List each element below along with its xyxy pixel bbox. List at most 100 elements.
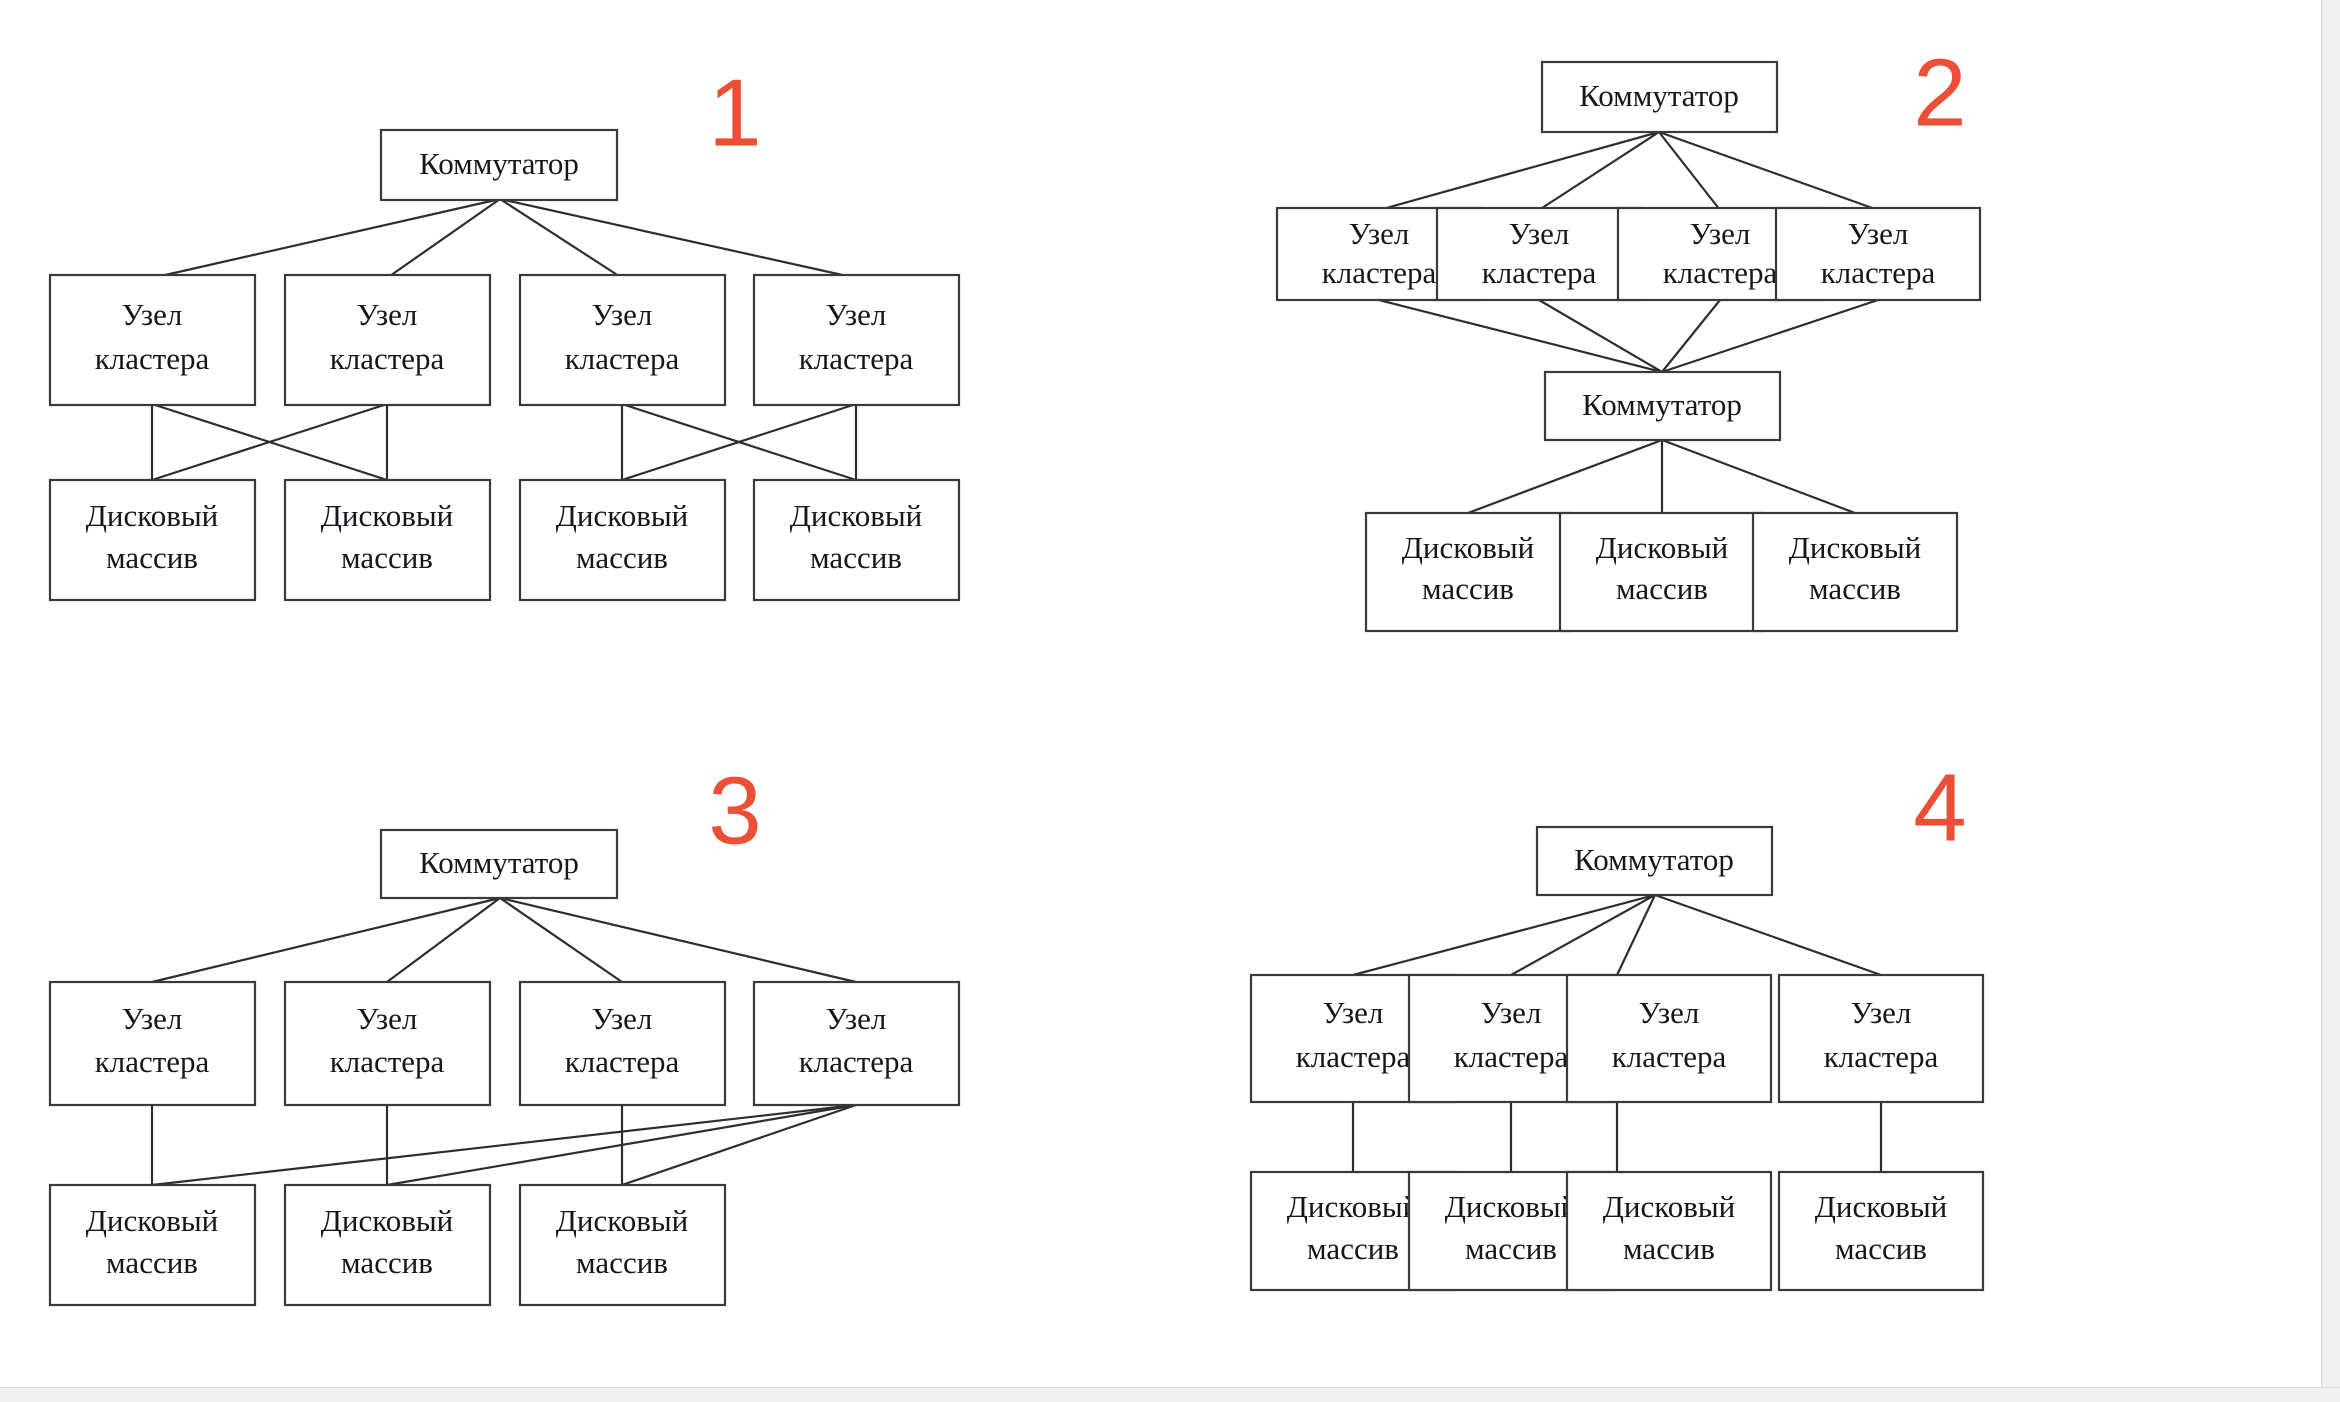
cluster-node-label-line1: Узел bbox=[122, 297, 183, 332]
panel-2-svg: Коммутатор Узел кластера Узел кластера У… bbox=[1275, 39, 1982, 633]
panel-1-disk-array-box: Дисковый массив bbox=[283, 478, 492, 602]
panel-2-switch-to-disk-edges bbox=[1467, 438, 1856, 515]
panel-1-cluster-node-box: Узел кластера bbox=[283, 273, 492, 407]
disk-array-label-line1: Дисковый bbox=[1596, 530, 1729, 565]
panel-4: Коммутатор Узел кластера Узел кластера У… bbox=[1240, 754, 2340, 1400]
disk-array-label-line2: массив bbox=[341, 1245, 433, 1280]
panel-3-disk-array-box: Дисковый массив bbox=[283, 1183, 492, 1307]
panel-number-1: 1 bbox=[708, 59, 761, 166]
panel-3-disk-array-box: Дисковый массив bbox=[518, 1183, 727, 1307]
panel-4-node-to-disk-edges bbox=[1351, 1102, 1883, 1172]
cluster-node-label-line1: Узел bbox=[1851, 995, 1912, 1030]
panel-1: Коммутатор Узел кластера Узел кластера У… bbox=[0, 0, 1100, 700]
cluster-node-label-line1: Узел bbox=[1639, 995, 1700, 1030]
cluster-node-label-line2: кластера bbox=[1482, 255, 1597, 290]
disk-array-label-line2: массив bbox=[1809, 571, 1901, 606]
panel-1-node-to-disk-edges bbox=[150, 402, 858, 482]
panel-1-svg: Коммутатор Узел кластера Узел кластера У… bbox=[48, 59, 961, 602]
cluster-node-label-line1: Узел bbox=[1509, 216, 1570, 251]
panel-1-switch-box: Коммутатор bbox=[379, 128, 619, 202]
disk-array-label-line1: Дисковый bbox=[1603, 1189, 1736, 1224]
cluster-node-label-line1: Узел bbox=[1323, 995, 1384, 1030]
disk-array-label-line2: массив bbox=[1422, 571, 1514, 606]
panel-2-switch-box-bottom: Коммутатор bbox=[1543, 370, 1782, 442]
switch-label: Коммутатор bbox=[1579, 78, 1739, 113]
cluster-node-label-line1: Узел bbox=[826, 1001, 887, 1036]
panel-3-cluster-node-box: Узел кластера bbox=[283, 980, 492, 1107]
cluster-node-label-line2: кластера bbox=[330, 341, 445, 376]
cluster-node-label-line1: Узел bbox=[357, 297, 418, 332]
panel-2: Коммутатор Узел кластера Узел кластера У… bbox=[1240, 0, 2340, 700]
disk-array-label-line1: Дисковый bbox=[1402, 530, 1535, 565]
panel-1-disk-array-box: Дисковый массив bbox=[518, 478, 727, 602]
panel-1-switch-to-node-edges bbox=[151, 197, 857, 280]
cluster-node-label-line1: Узел bbox=[1349, 216, 1410, 251]
panel-4-disk-array-box: Дисковый массив bbox=[1777, 1170, 1985, 1292]
disk-array-label-line1: Дисковый bbox=[556, 1203, 689, 1238]
panel-4-svg: Коммутатор Узел кластера Узел кластера У… bbox=[1249, 754, 1985, 1292]
cluster-node-label-line2: кластера bbox=[799, 341, 914, 376]
panel-4-cluster-node-box: Узел кластера bbox=[1565, 973, 1773, 1104]
panel-2-switch-to-node-edges bbox=[1378, 130, 1879, 212]
disk-array-label-line2: массив bbox=[106, 540, 198, 575]
switch-label: Коммутатор bbox=[419, 146, 579, 181]
panel-3-node-to-disk-edges bbox=[150, 1103, 857, 1187]
cluster-node-label-line2: кластера bbox=[799, 1044, 914, 1079]
disk-array-label-line1: Дисковый bbox=[1815, 1189, 1948, 1224]
cluster-node-label-line1: Узел bbox=[1690, 216, 1751, 251]
panel-4-switch-to-node-edges bbox=[1352, 893, 1882, 977]
panel-number-3: 3 bbox=[708, 757, 761, 864]
panel-3-svg: Коммутатор Узел кластера Узел кластера У… bbox=[48, 757, 961, 1307]
switch-label: Коммутатор bbox=[1582, 387, 1742, 422]
disk-array-label-line1: Дисковый bbox=[1445, 1189, 1578, 1224]
panel-3: Коммутатор Узел кластера Узел кластера У… bbox=[0, 757, 1100, 1400]
panel-2-cluster-node-box: Узел кластера bbox=[1435, 206, 1643, 302]
page-right-edge bbox=[2321, 0, 2340, 1402]
panel-1-disk-array-box: Дисковый массив bbox=[752, 478, 961, 602]
panel-2-disk-array-box: Дисковый массив bbox=[1751, 511, 1959, 633]
cluster-node-label-line2: кластера bbox=[1821, 255, 1936, 290]
cluster-node-label-line2: кластера bbox=[95, 1044, 210, 1079]
cluster-node-label-line2: кластера bbox=[1824, 1039, 1939, 1074]
cluster-node-label-line2: кластера bbox=[565, 1044, 680, 1079]
disk-array-label-line1: Дисковый bbox=[790, 498, 923, 533]
cluster-node-label-line1: Узел bbox=[1481, 995, 1542, 1030]
panel-1-cluster-node-box: Узел кластера bbox=[48, 273, 257, 407]
cluster-node-label-line2: кластера bbox=[330, 1044, 445, 1079]
disk-array-label-line2: массив bbox=[341, 540, 433, 575]
cluster-node-label-line2: кластера bbox=[1454, 1039, 1569, 1074]
cluster-node-label-line2: кластера bbox=[95, 341, 210, 376]
panel-3-switch-box: Коммутатор bbox=[379, 828, 619, 900]
disk-array-label-line2: массив bbox=[576, 540, 668, 575]
disk-array-label-line2: массив bbox=[1465, 1231, 1557, 1266]
cluster-node-label-line2: кластера bbox=[1663, 255, 1778, 290]
panel-1-cluster-node-box: Узел кластера bbox=[518, 273, 727, 407]
cluster-node-label-line2: кластера bbox=[1322, 255, 1437, 290]
page-bottom-edge bbox=[0, 1387, 2340, 1402]
disk-array-label-line1: Дисковый bbox=[556, 498, 689, 533]
disk-array-label-line1: Дисковый bbox=[86, 498, 219, 533]
cluster-node-label-line2: кластера bbox=[1296, 1039, 1411, 1074]
disk-array-label-line1: Дисковый bbox=[86, 1203, 219, 1238]
disk-array-label-line2: массив bbox=[1307, 1231, 1399, 1266]
disk-array-label-line1: Дисковый bbox=[1287, 1189, 1420, 1224]
disk-array-label-line2: массив bbox=[1623, 1231, 1715, 1266]
panel-3-disk-array-box: Дисковый массив bbox=[48, 1183, 257, 1307]
panel-3-cluster-node-box: Узел кластера bbox=[518, 980, 727, 1107]
cluster-node-label-line1: Узел bbox=[357, 1001, 418, 1036]
panel-number-2: 2 bbox=[1913, 39, 1966, 146]
panel-1-cluster-node-box: Узел кластера bbox=[752, 273, 961, 407]
panel-3-cluster-node-box: Узел кластера bbox=[752, 980, 961, 1107]
disk-array-label-line2: массив bbox=[576, 1245, 668, 1280]
cluster-node-label-line2: кластера bbox=[565, 341, 680, 376]
panel-2-cluster-node-box: Узел кластера bbox=[1774, 206, 1982, 302]
disk-array-label-line1: Дисковый bbox=[321, 1203, 454, 1238]
switch-label: Коммутатор bbox=[419, 845, 579, 880]
panel-2-node-to-switch-edges bbox=[1378, 298, 1879, 374]
panel-4-disk-array-box: Дисковый массив bbox=[1565, 1170, 1773, 1292]
cluster-node-label-line1: Узел bbox=[592, 297, 653, 332]
disk-array-label-line2: массив bbox=[106, 1245, 198, 1280]
panel-2-disk-array-box: Дисковый массив bbox=[1364, 511, 1572, 633]
disk-array-label-line2: массив bbox=[810, 540, 902, 575]
